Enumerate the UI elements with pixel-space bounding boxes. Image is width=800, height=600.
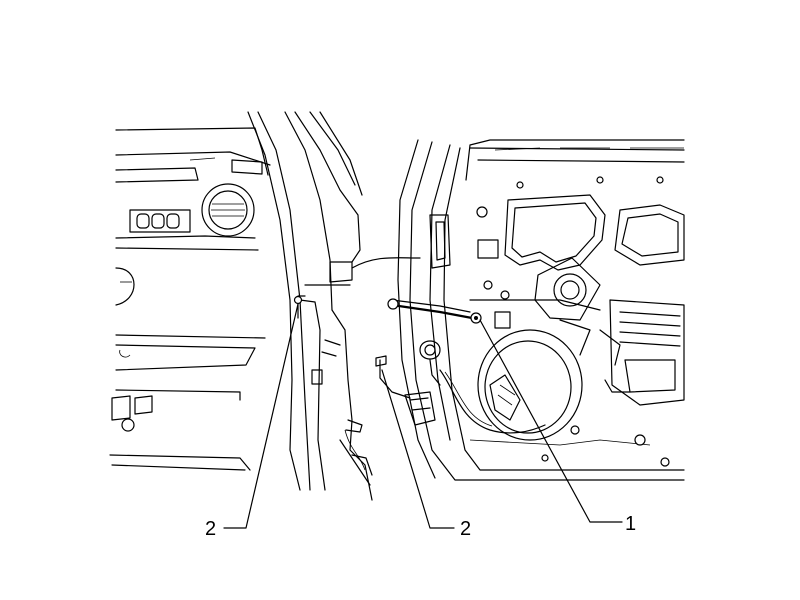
callout-label-right-1: 1	[625, 513, 636, 535]
wiring-harness	[375, 298, 546, 434]
callout-leaders	[223, 303, 623, 529]
a-pillar-illustration	[247, 111, 421, 501]
callout-label-left-2: 2	[205, 518, 216, 540]
callout-label-middle-2: 2	[460, 518, 471, 540]
instrument-panel-illustration	[109, 127, 271, 471]
door-inner-panel-illustration	[397, 139, 685, 481]
